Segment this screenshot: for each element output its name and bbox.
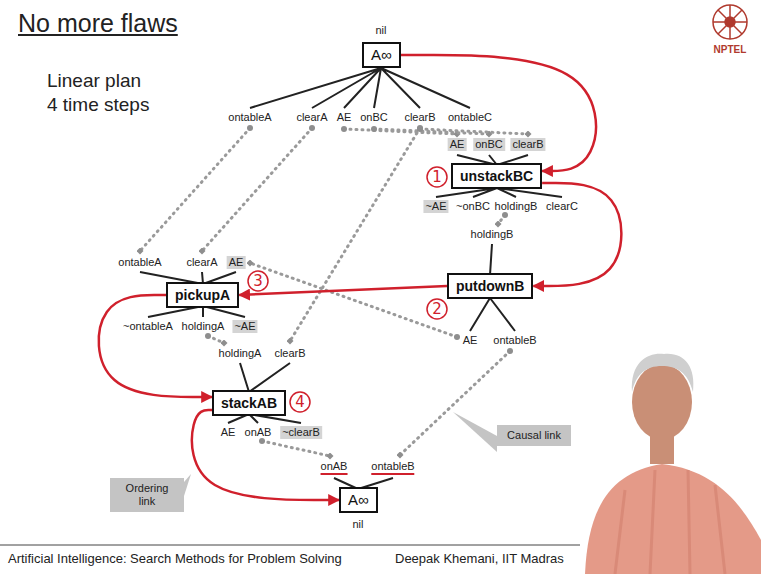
- plan-note: Linear plan: [47, 70, 141, 92]
- goal-label: ontableB: [371, 460, 414, 475]
- effect-label: AE: [221, 426, 236, 439]
- logo-text: NPTEL: [714, 43, 747, 56]
- footer-text: Artificial Intelligence: Search Methods …: [8, 551, 342, 566]
- start-action-box: A∞: [362, 42, 401, 68]
- callout-pointers: [184, 412, 497, 496]
- precondition-label: clearB: [510, 138, 545, 151]
- footer-rule: [0, 545, 580, 546]
- effect-label: ~ontableA: [123, 320, 173, 333]
- effect-label: holdingB: [495, 200, 538, 213]
- precondition-label: clearA: [186, 256, 217, 269]
- precondition-label: holdingB: [471, 228, 514, 241]
- goal-label: onAB: [321, 460, 348, 475]
- action-box: unstackBC: [451, 163, 542, 189]
- person-figure: [585, 354, 761, 574]
- effect-label: AE: [337, 111, 352, 124]
- ordering-link-arrow: [533, 183, 621, 286]
- effect-label: clearA: [296, 111, 327, 124]
- precondition-label: onBC: [473, 138, 505, 151]
- finish-action-box: A∞: [339, 487, 378, 513]
- box-text: putdownB: [456, 278, 524, 294]
- effect-label: clearB: [404, 111, 435, 124]
- precondition-label: holdingA: [219, 347, 262, 360]
- ordering-link-arrow: [99, 295, 212, 397]
- effect-label: ~onBC: [456, 200, 490, 213]
- callout-number: 2: [432, 301, 442, 317]
- ordering-link-arrow: [401, 55, 596, 171]
- effect-label: AE: [463, 334, 478, 347]
- precondition-label: clearB: [274, 347, 305, 360]
- effect-label: ontableB: [493, 334, 536, 347]
- box-text: Causal link: [503, 429, 565, 442]
- nptel-logo: [713, 5, 747, 39]
- action-box: pickupA: [166, 282, 239, 308]
- box-text: Ordering link: [116, 482, 178, 508]
- box-text: A∞: [371, 47, 392, 63]
- effect-label: clearC: [546, 200, 578, 213]
- action-box: stackAB: [212, 390, 286, 416]
- box-text: pickupA: [175, 287, 230, 303]
- box-text: stackAB: [221, 395, 277, 411]
- nil-label: nil: [375, 24, 386, 37]
- precondition-label: ontableA: [118, 256, 161, 269]
- precondition-label: AE: [227, 256, 246, 269]
- footer-text: Deepak Khemani, IIT Madras: [395, 551, 564, 566]
- effect-label: ~AE: [423, 200, 448, 213]
- box-text: unstackBC: [460, 168, 533, 184]
- callout-number: 3: [253, 273, 263, 289]
- effect-label: holdingA: [182, 320, 225, 333]
- plan-note: 4 time steps: [47, 94, 149, 116]
- callout-number: 4: [295, 394, 305, 410]
- action-box: putdownB: [447, 273, 533, 299]
- effect-label: onBC: [360, 111, 388, 124]
- effect-label: ontableA: [228, 111, 271, 124]
- ordering-link-arrow: [239, 286, 447, 295]
- callout-number: 1: [432, 169, 442, 185]
- ordering-link-arrow: [192, 410, 339, 500]
- nil-label: nil: [352, 518, 363, 531]
- effect-label: ~clearB: [280, 426, 322, 439]
- effect-label: ~AE: [232, 320, 257, 333]
- effect-label: ontableC: [448, 111, 492, 124]
- callout-box: Causal link: [497, 425, 571, 446]
- effect-label: onAB: [245, 426, 272, 439]
- slide-title: No more flaws: [18, 8, 178, 38]
- callout-box: Ordering link: [110, 478, 184, 512]
- precondition-label: AE: [448, 138, 467, 151]
- box-text: A∞: [348, 492, 369, 508]
